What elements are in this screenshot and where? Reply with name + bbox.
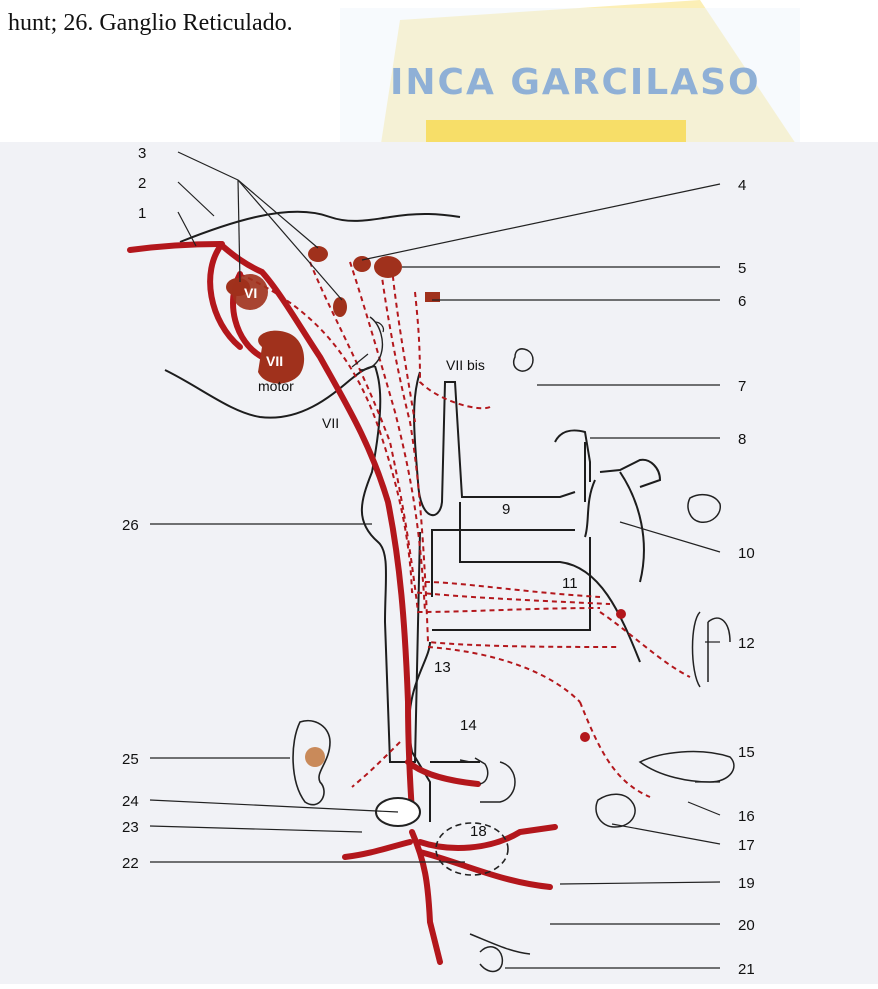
label-18: 18: [470, 823, 487, 840]
label-9: 9: [502, 501, 510, 518]
label-6: 6: [738, 293, 746, 310]
label-4: 4: [738, 177, 746, 194]
label-24: 24: [122, 793, 139, 810]
label-2: 2: [138, 175, 146, 192]
label-vii-nerve: VII: [322, 415, 339, 431]
label-1: 1: [138, 205, 146, 222]
label-10: 10: [738, 545, 755, 562]
label-3: 3: [138, 145, 146, 162]
label-19: 19: [738, 875, 755, 892]
caption-text: hunt; 26. Ganglio Reticulado.: [8, 10, 293, 37]
watermark-logo: INCA GARCILASO: [340, 0, 800, 150]
label-13: 13: [434, 659, 451, 676]
label-20: 20: [738, 917, 755, 934]
label-26: 26: [122, 517, 139, 534]
label-vii-motor: motor: [258, 378, 294, 394]
label-vi: VI: [244, 285, 257, 301]
label-vii-bis: VII bis: [446, 357, 485, 373]
facial-nerve-diagram: 1 2 3 4 5 6 7 8 9 10 11 12 13 14 15 16 1…: [0, 142, 878, 984]
watermark-text: INCA GARCILASO: [390, 62, 761, 103]
label-15: 15: [738, 744, 755, 761]
label-8: 8: [738, 431, 746, 448]
label-16: 16: [738, 808, 755, 825]
label-21: 21: [738, 961, 755, 978]
label-22: 22: [122, 855, 139, 872]
label-vii-nucleus: VII: [266, 353, 283, 369]
label-25: 25: [122, 751, 139, 768]
label-5: 5: [738, 260, 746, 277]
label-12: 12: [738, 635, 755, 652]
label-7: 7: [738, 378, 746, 395]
label-17: 17: [738, 837, 755, 854]
label-11: 11: [562, 575, 578, 592]
label-14: 14: [460, 717, 477, 734]
label-23: 23: [122, 819, 139, 836]
